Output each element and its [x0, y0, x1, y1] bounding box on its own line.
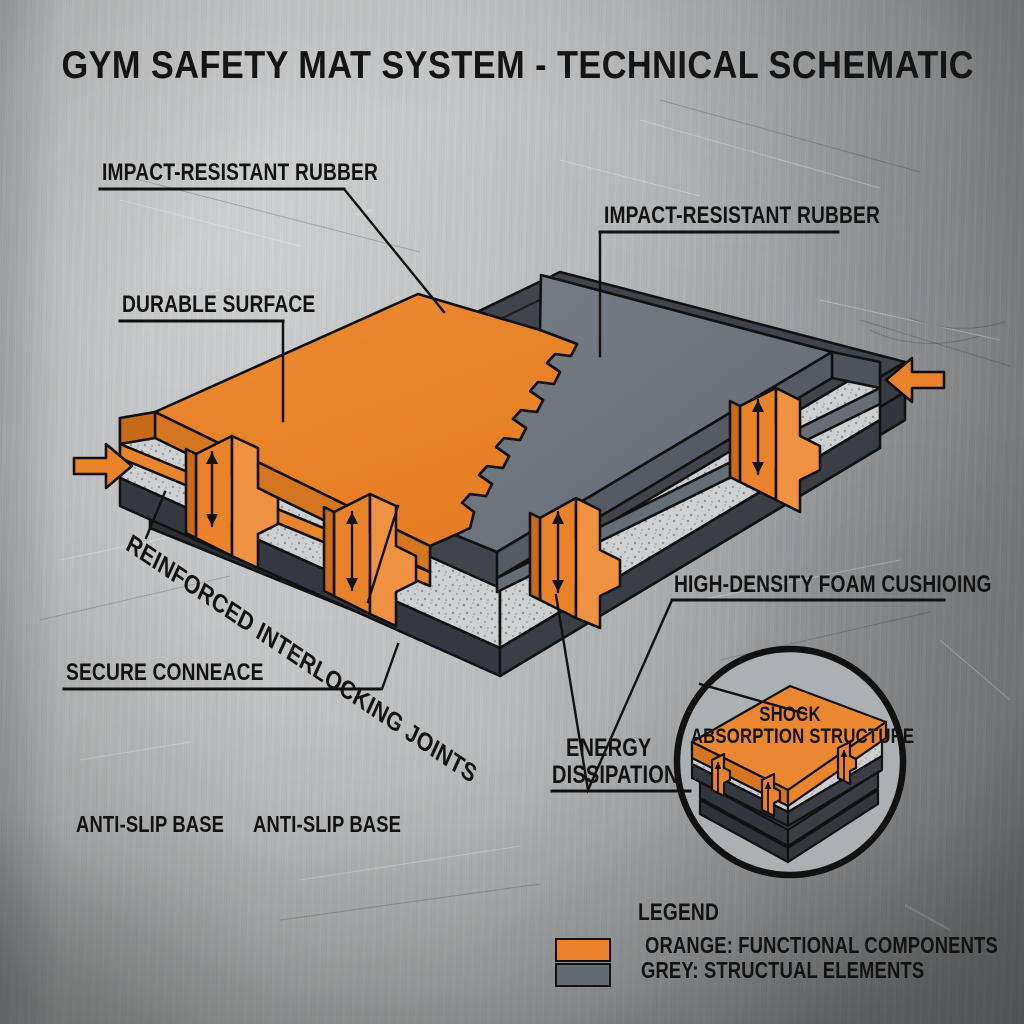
- label-high-density-foam-cushioning: HIGH-DENSITY FOAM CUSHIOING: [674, 571, 992, 598]
- orange-tile-left-edge: [118, 410, 157, 446]
- page-title: GYM SAFETY MAT SYSTEM - TECHNICAL SCHEMA…: [61, 44, 974, 87]
- legend-swatch-grey: [555, 963, 611, 987]
- legend-swatch-orange: [555, 938, 611, 962]
- leader-interlocking-joints: [366, 504, 400, 604]
- legend-label-orange: ORANGE: FUNCTIONAL COMPONENTS: [645, 932, 998, 958]
- label-shock-absorption-line2: ABSORPTION STRUCTURE: [690, 725, 915, 748]
- leader-shock-absorption: [698, 682, 808, 716]
- compression-arrow-right-icon: [884, 356, 946, 404]
- label-durable-surface: DURABLE SURFACE: [122, 291, 316, 318]
- label-anti-slip-base-1: ANTI-SLIP BASE: [76, 811, 225, 837]
- label-secure-connection: SECURE CONNEACE: [66, 659, 264, 686]
- label-impact-resistant-rubber-right: IMPACT-RESISTANT RUBBER: [604, 202, 881, 229]
- orange-top-tile: [153, 292, 579, 548]
- label-impact-resistant-rubber-left: IMPACT-RESISTANT RUBBER: [102, 159, 379, 186]
- leader-durable-surface: [118, 319, 285, 423]
- interlock-connector-1: [184, 434, 280, 570]
- compression-arrow-left-icon: [72, 442, 134, 490]
- thickness-arrows: [206, 398, 764, 594]
- interlock-connector-3: [528, 496, 622, 630]
- magnifier-ring: [673, 645, 907, 879]
- interlock-connector-4: [728, 386, 822, 514]
- label-energy-dissipation-line2: DISSIPATION: [552, 761, 679, 789]
- label-shock-absorption-line1: SHOCK: [759, 703, 821, 726]
- label-energy-dissipation-line1: ENERGY: [566, 734, 652, 762]
- label-anti-slip-base-2: ANTI-SLIP BASE: [253, 811, 402, 837]
- leader-interlocking-joints-2: [144, 490, 167, 540]
- legend-label-grey: GREY: STRUCTUAL ELEMENTS: [641, 957, 925, 983]
- legend-heading: LEGEND: [638, 899, 719, 926]
